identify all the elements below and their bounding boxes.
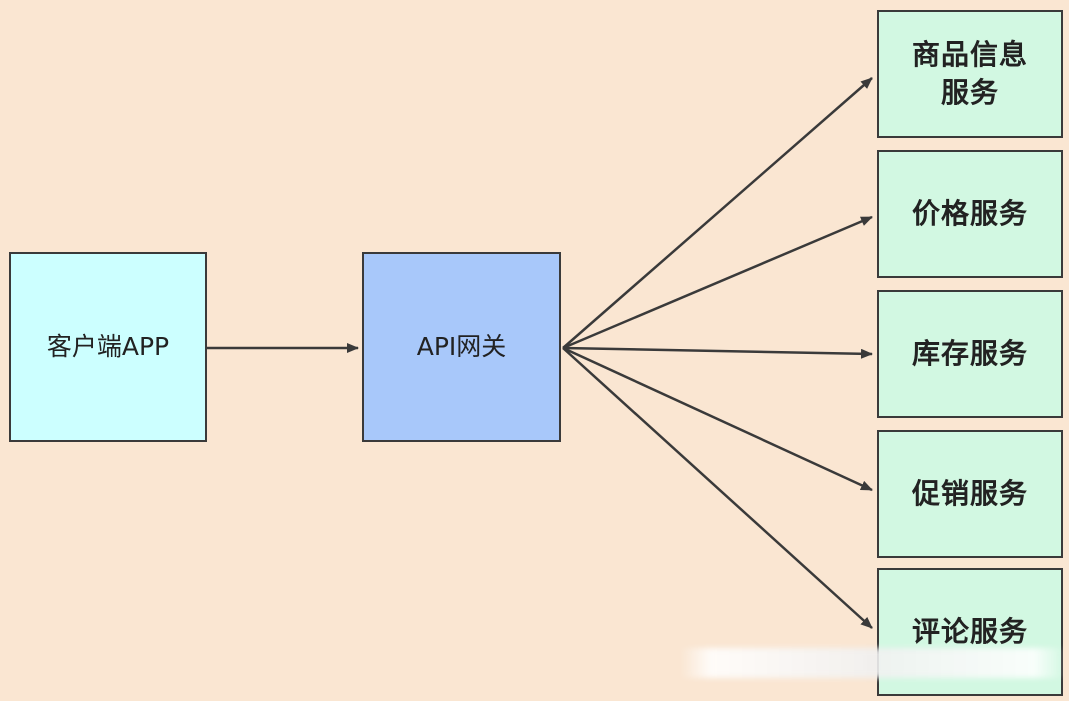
arrow-gateway-to-service-1 [562,77,873,349]
service-node-inventory: 库存服务 [877,290,1063,418]
service-label: 促销服务 [911,477,1028,511]
blurred-watermark [680,648,1065,678]
service-node-product-info: 商品信息服务 [877,10,1063,138]
arrow-gateway-to-service-3 [562,346,873,359]
client-app-node: 客户端APP [9,252,207,442]
arrow-gateway-to-service-2 [562,215,873,350]
service-label: 库存服务 [911,337,1028,371]
service-node-price: 价格服务 [877,150,1063,278]
service-label: 商品信息服务 [911,38,1028,109]
api-gateway-node: API网关 [362,252,561,442]
client-app-label: 客户端APP [46,332,170,362]
service-node-promotion: 促销服务 [877,430,1063,558]
arrow-gateway-to-service-5 [562,347,873,629]
arrow-gateway-to-service-4 [562,346,873,492]
service-label: 价格服务 [911,197,1028,231]
api-gateway-label: API网关 [416,332,507,362]
service-label: 评论服务 [911,615,1028,649]
